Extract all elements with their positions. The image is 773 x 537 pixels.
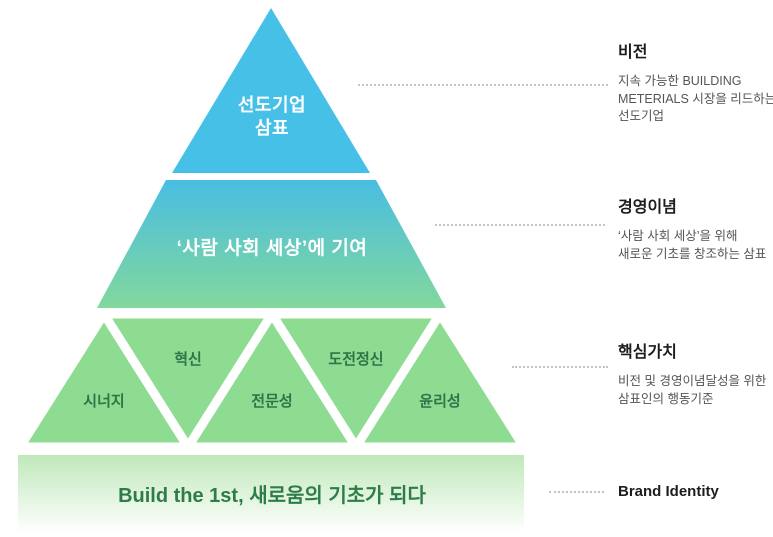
annotation-core-values: 핵심가치 비전 및 경영이념달성을 위한 삼표인의 행동기준 — [618, 338, 773, 408]
annotation-philosophy-desc-line1: ‘사람 사회 세상’을 위해 — [618, 229, 738, 243]
annotation-core-values-desc-line2: 삼표인의 행동기준 — [618, 391, 714, 406]
annotation-vision-desc-line2: METERIALS 시장을 리드하는 — [618, 91, 773, 106]
annotation-vision-desc-line3: 선도기업 — [618, 109, 665, 123]
leader-line-vision — [358, 84, 608, 86]
leader-line-core-values — [512, 366, 608, 368]
annotation-vision-title: 비전 — [618, 44, 648, 61]
annotation-brand-identity-title: Brand Identity — [618, 483, 719, 500]
annotation-core-values-title: 핵심가치 — [618, 344, 677, 361]
pyramid-shapes — [18, 8, 529, 533]
leader-line-philosophy — [435, 224, 605, 226]
annotation-vision-desc-line1: 지속 가능한 BUILDING — [618, 74, 742, 88]
annotation-brand-identity: Brand Identity — [618, 483, 773, 500]
annotation-vision: 비전 지속 가능한 BUILDING METERIALS 시장을 리드하는 선도… — [618, 38, 773, 126]
annotation-philosophy-title: 경영이념 — [618, 199, 677, 216]
annotation-core-values-desc-line1: 비전 및 경영이념달성을 위한 — [618, 374, 767, 388]
leader-line-brand-identity — [549, 491, 604, 493]
annotation-philosophy-desc-line2: 새로운 기초를 창조하는 삼표 — [618, 246, 767, 261]
base-bar — [18, 455, 524, 533]
level2-trapezoid — [97, 180, 446, 308]
level3-triangle-ethics — [351, 309, 529, 452]
level1-triangle — [172, 8, 370, 173]
annotation-philosophy: 경영이념 ‘사람 사회 세상’을 위해 새로운 기초를 창조하는 삼표 — [618, 193, 773, 263]
